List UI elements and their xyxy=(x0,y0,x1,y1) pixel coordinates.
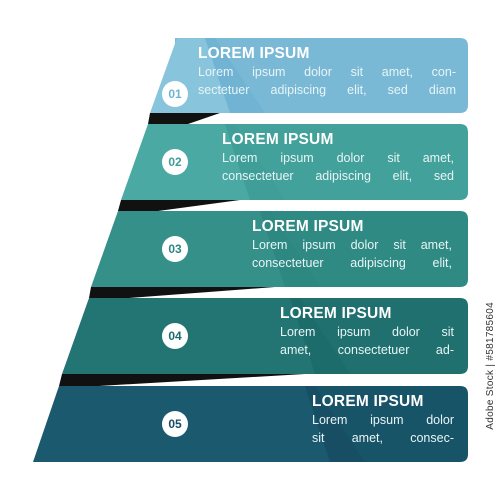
level-body-line-2-1: Lorem ipsum dolor sit amet, xyxy=(222,151,454,165)
level-number-badge-4: 04 xyxy=(162,323,188,349)
level-body-line-3-2: consectetuer adipiscing elit, xyxy=(252,256,452,270)
level-shadow-2 xyxy=(118,200,240,211)
level-text-5: LOREM IPSUM Lorem ipsum dolor sit amet, co… xyxy=(312,392,454,447)
level-number-badge-3: 03 xyxy=(162,236,188,262)
pyramid-level-4 xyxy=(62,298,468,374)
level-body-line-5-1: Lorem ipsum dolor xyxy=(312,413,454,427)
level-body-line-4-1: Lorem ipsum dolor sit xyxy=(280,325,454,339)
level-body-line-4-2: amet, consectetuer ad- xyxy=(280,343,454,357)
level-text-2: LOREM IPSUM Lorem ipsum dolor sit amet, co… xyxy=(222,130,454,185)
level-title-3: LOREM IPSUM xyxy=(252,218,364,235)
level-body-line-1-2: sectetuer adipiscing elit, sed diam xyxy=(198,83,456,97)
level-title-4: LOREM IPSUM xyxy=(280,305,392,322)
level-fold-2 xyxy=(225,124,285,200)
level-body-line-1-1: Lorem ipsum dolor sit amet, con- xyxy=(198,65,456,79)
level-text-4: LOREM IPSUM Lorem ipsum dolor sit amet, co… xyxy=(280,304,454,359)
level-face-3 xyxy=(91,211,285,287)
level-body-line-5-2: sit amet, consec- xyxy=(312,431,454,445)
level-fold-1 xyxy=(205,38,265,113)
level-number-badge-2: 02 xyxy=(162,149,188,175)
pyramid-level-3 xyxy=(91,211,468,287)
level-fold-4 xyxy=(290,298,350,374)
level-number-badge-1: 01 xyxy=(162,81,188,107)
level-title-5: LOREM IPSUM xyxy=(312,393,424,410)
level-shadow-3 xyxy=(89,287,275,298)
level-text-1: LOREM IPSUM Lorem ipsum dolor sit amet, c… xyxy=(198,44,456,99)
level-title-1: LOREM IPSUM xyxy=(198,45,310,62)
level-face-4 xyxy=(62,298,315,374)
level-body-line-3-1: Lorem ipsum dolor sit amet, xyxy=(252,238,452,252)
level-text-3: LOREM IPSUM Lorem ipsum dolor sit amet, co… xyxy=(252,217,452,272)
level-fold-3 xyxy=(260,211,320,287)
level-title-2: LOREM IPSUM xyxy=(222,131,334,148)
level-shadow-1 xyxy=(148,113,220,124)
watermark-text: Adobe Stock | #581785604 xyxy=(485,302,496,430)
level-fold-5 xyxy=(305,386,365,462)
level-shadow-4 xyxy=(59,374,305,386)
level-number-badge-5: 05 xyxy=(162,411,188,437)
level-body-line-2-2: consectetuer adipiscing elit, sed xyxy=(222,169,454,183)
